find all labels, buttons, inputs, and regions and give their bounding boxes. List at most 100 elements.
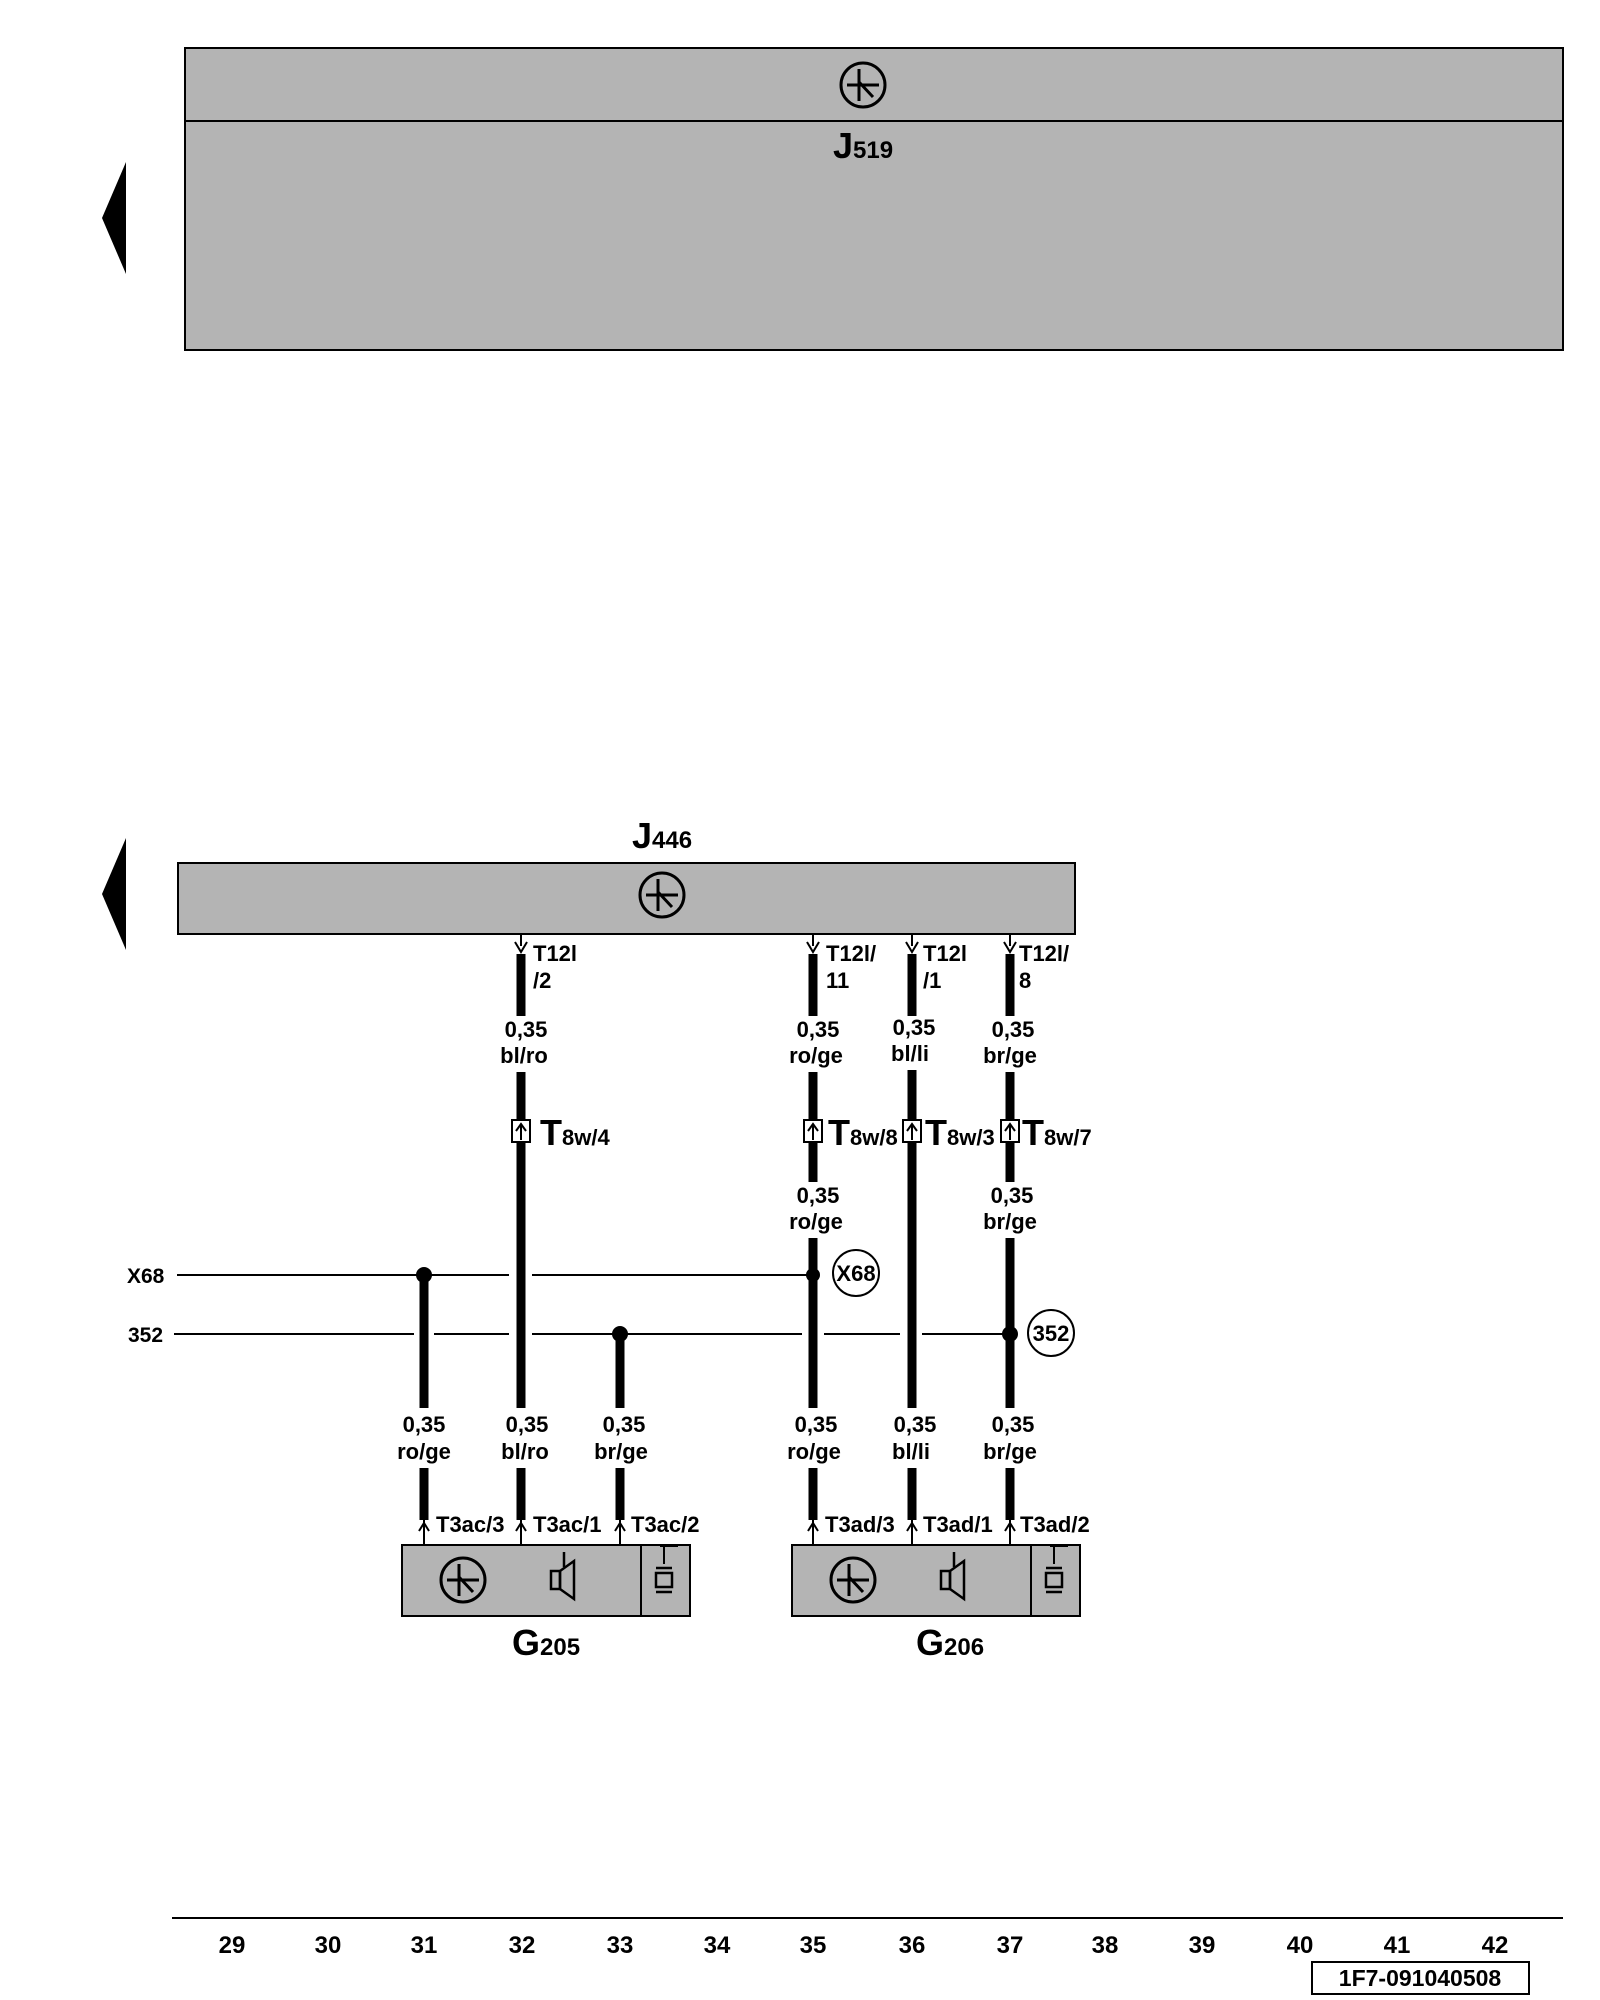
wire-32: T12l /2 0,35 bl/ro T8w/4 0,35 bl/ro [500,934,610,1520]
column-32: 32 [509,1932,536,1959]
column-41: 41 [1384,1932,1411,1959]
control-unit-icon [638,871,686,919]
j519-number: 519 [853,137,893,164]
pin-t3ad-3: T3ad/3 [825,1512,895,1537]
pin-t3ad-1: T3ad/1 [923,1512,993,1537]
rail-352-marker [1027,1309,1075,1357]
wire-33-size: 0,35 [603,1412,646,1437]
connector-t8w4-icon [511,1119,531,1143]
wire-36: T12l /1 0,35 bl/li T8w/3 0,35 bl/li [891,934,995,1520]
control-unit-icon [829,1556,877,1604]
control-unit-j446: J446 [177,815,1076,935]
wire-37: T12l/ 8 0,35 br/ge T8w/7 0,35 br/ge 0,35… [983,934,1092,1520]
wire-36-top-color: bl/li [891,1041,929,1066]
rail-352-marker-label: 352 [1033,1321,1070,1346]
column-37: 37 [997,1932,1024,1959]
column-34: 34 [704,1932,731,1959]
column-39: 39 [1189,1932,1216,1959]
wire-37-bot-color: br/ge [983,1439,1037,1464]
g205-letter: G [512,1622,540,1663]
left-arrow-icon[interactable] [102,838,126,950]
wire-35: T12l/ 11 0,35 ro/ge T8w/8 0,35 ro/ge 0,3… [787,934,898,1520]
connector-t8w4: T8w/4 [540,1112,610,1153]
wire-35-mid-size: 0,35 [797,1183,840,1208]
wire-35-bot-color: ro/ge [787,1439,841,1464]
crystal-icon [1044,1545,1068,1594]
column-29: 29 [219,1932,246,1959]
control-unit-icon [839,61,887,109]
wire-35-bot-size: 0,35 [795,1412,838,1437]
connector-t8w3: T8w/3 [925,1112,995,1153]
column-33: 33 [607,1932,634,1959]
g206-letter: G [916,1622,944,1663]
speaker-icon [549,1552,576,1602]
wire-32-bot-size: 0,35 [506,1412,549,1437]
wire-37-mid-color: br/ge [983,1209,1037,1234]
pin-t12l-11-b: 11 [826,968,849,993]
pin-t12l-8-b: 8 [1019,968,1031,993]
wire-36-bot-color: bl/li [892,1439,930,1464]
pin-t3ac-3: T3ac/3 [436,1512,505,1537]
svg-text:G206: G206 [916,1622,984,1663]
column-38: 38 [1092,1932,1119,1959]
j446-number: 446 [652,827,692,854]
column-31: 31 [411,1932,438,1959]
rail-x68-marker [832,1249,880,1297]
wire-37-bot-size: 0,35 [992,1412,1035,1437]
connector-t8w7-icon [1000,1119,1020,1143]
wire-36-top-size: 0,35 [893,1015,936,1040]
connector-t8w3-icon [902,1119,922,1143]
connector-t8w7: T8w/7 [1022,1112,1092,1153]
pin-t12l-2-a: T12l [533,941,577,966]
column-40: 40 [1287,1932,1314,1959]
wire-31-size: 0,35 [403,1412,446,1437]
pin-t12l-1-a: T12l [923,941,967,966]
wire-37-top-size: 0,35 [992,1017,1035,1042]
pin-t12l-1-b: /1 [923,968,941,993]
g206-number: 206 [944,1634,984,1661]
svg-text:J519: J519 [833,125,893,166]
rail-x68-marker-label: X68 [836,1261,875,1286]
pin-t12l-2-b: /2 [533,968,551,993]
crystal-icon [654,1545,678,1594]
wire-32-bot-color: bl/ro [501,1439,549,1464]
pin-t12l-11-a: T12l/ [826,941,876,966]
column-ruler: 29 30 31 32 33 34 35 36 37 38 39 40 41 4… [172,1917,1563,1995]
rail-x68-label: X68 [127,1265,165,1288]
pin-t3ac-2: T3ac/2 [631,1512,700,1537]
connector-t8w8: T8w/8 [828,1112,898,1153]
sensor-g206: G206 [791,1544,1081,1663]
wire-33-color: br/ge [594,1439,648,1464]
sensor-g205: G205 [401,1544,691,1663]
pin-t12l-8-a: T12l/ [1019,941,1069,966]
sensor-pins: T3ac/3 T3ac/1 T3ac/2 T3ad/3 T3ad/1 T3ad/… [418,1512,1090,1545]
control-unit-j519: J519 [184,47,1564,351]
rail-352: 352 352 [128,1309,1075,1357]
wire-31: 0,35 ro/ge [397,1275,451,1520]
speaker-icon [939,1552,966,1602]
wire-35-top-color: ro/ge [789,1043,843,1068]
g205-number: 205 [540,1634,580,1661]
wire-37-top-color: br/ge [983,1043,1037,1068]
svg-text:J446: J446 [632,815,692,856]
diagram-code: 1F7-091040508 [1339,1965,1502,1991]
left-arrow-icon[interactable] [102,162,126,274]
wire-36-bot-size: 0,35 [894,1412,937,1437]
control-unit-icon [439,1556,487,1604]
column-36: 36 [899,1932,926,1959]
wire-35-mid-color: ro/ge [789,1209,843,1234]
j519-letter: J [833,125,853,166]
wire-32-top-size: 0,35 [505,1017,548,1042]
wire-37-mid-size: 0,35 [991,1183,1034,1208]
wire-31-color: ro/ge [397,1439,451,1464]
connector-t8w8-icon [803,1119,823,1143]
column-30: 30 [315,1932,342,1959]
column-35: 35 [800,1932,827,1959]
svg-text:G205: G205 [512,1622,580,1663]
wire-32-top-color: bl/ro [500,1043,548,1068]
column-42: 42 [1482,1932,1509,1959]
pin-t3ac-1: T3ac/1 [533,1512,602,1537]
wire-35-top-size: 0,35 [797,1017,840,1042]
j446-letter: J [632,815,652,856]
